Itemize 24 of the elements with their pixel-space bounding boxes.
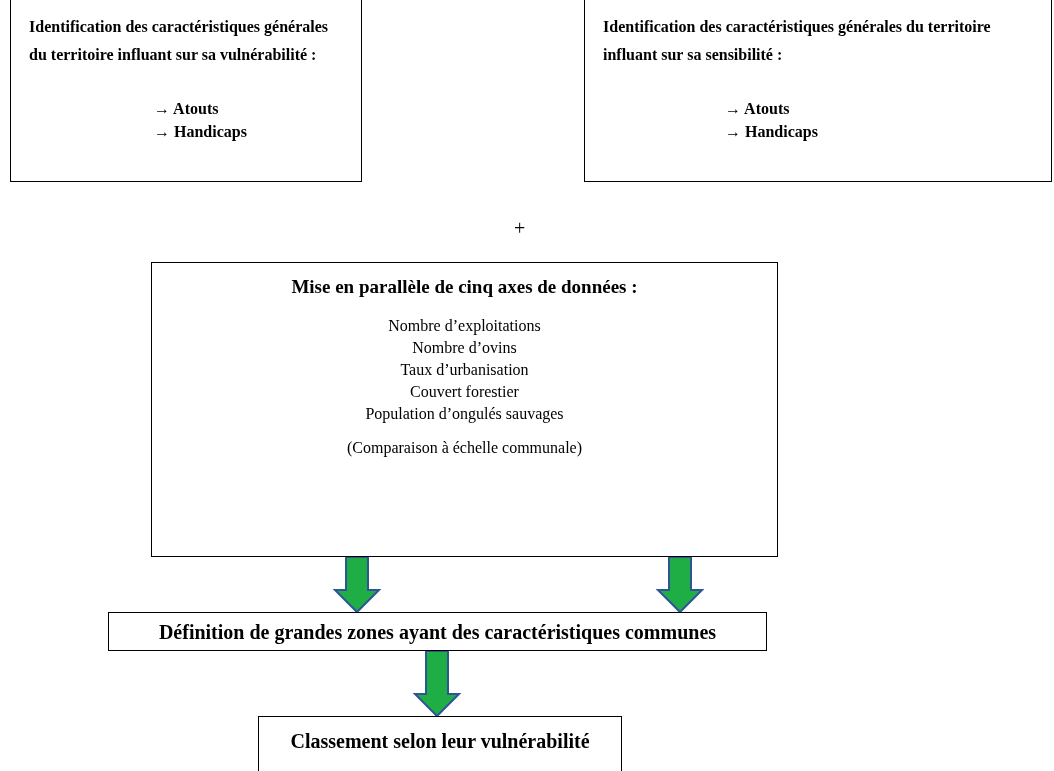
text-box	[108, 612, 767, 651]
text-box	[258, 716, 622, 771]
heading-text: Classement selon leur vulnérabilité	[289, 729, 591, 754]
list-item: → Handicaps	[154, 122, 247, 142]
list-item: Taux d’urbanisation	[399, 360, 530, 380]
text-box	[151, 262, 778, 557]
list-item: → Atouts	[725, 99, 790, 119]
plus-sign: +	[514, 216, 526, 241]
list-item: Population d’ongulés sauvages	[364, 404, 565, 424]
text-box	[584, 0, 1052, 182]
list-item: Nombre d’ovins	[411, 338, 518, 358]
list-item: Couvert forestier	[409, 382, 520, 402]
block-arrow	[655, 556, 705, 614]
note-text: (Comparaison à échelle communale)	[346, 438, 583, 458]
block-arrow	[332, 556, 382, 614]
heading-text: Identification des caractéristiques générales du territoire influant sur sa vulnérabilité :	[29, 17, 330, 65]
heading-text: Mise en parallèle de cinq axes de données :	[290, 275, 639, 299]
block-arrow	[412, 650, 462, 718]
list-item: Nombre d’exploitations	[387, 316, 542, 336]
text-box	[10, 0, 362, 182]
heading-text: Définition de grandes zones ayant des caractéristiques communes	[157, 620, 718, 645]
list-item: → Handicaps	[725, 122, 818, 142]
heading-text: Identification des caractéristiques générales du territoire influant sur sa sensibilité :	[603, 17, 992, 65]
list-item: → Atouts	[154, 99, 219, 119]
